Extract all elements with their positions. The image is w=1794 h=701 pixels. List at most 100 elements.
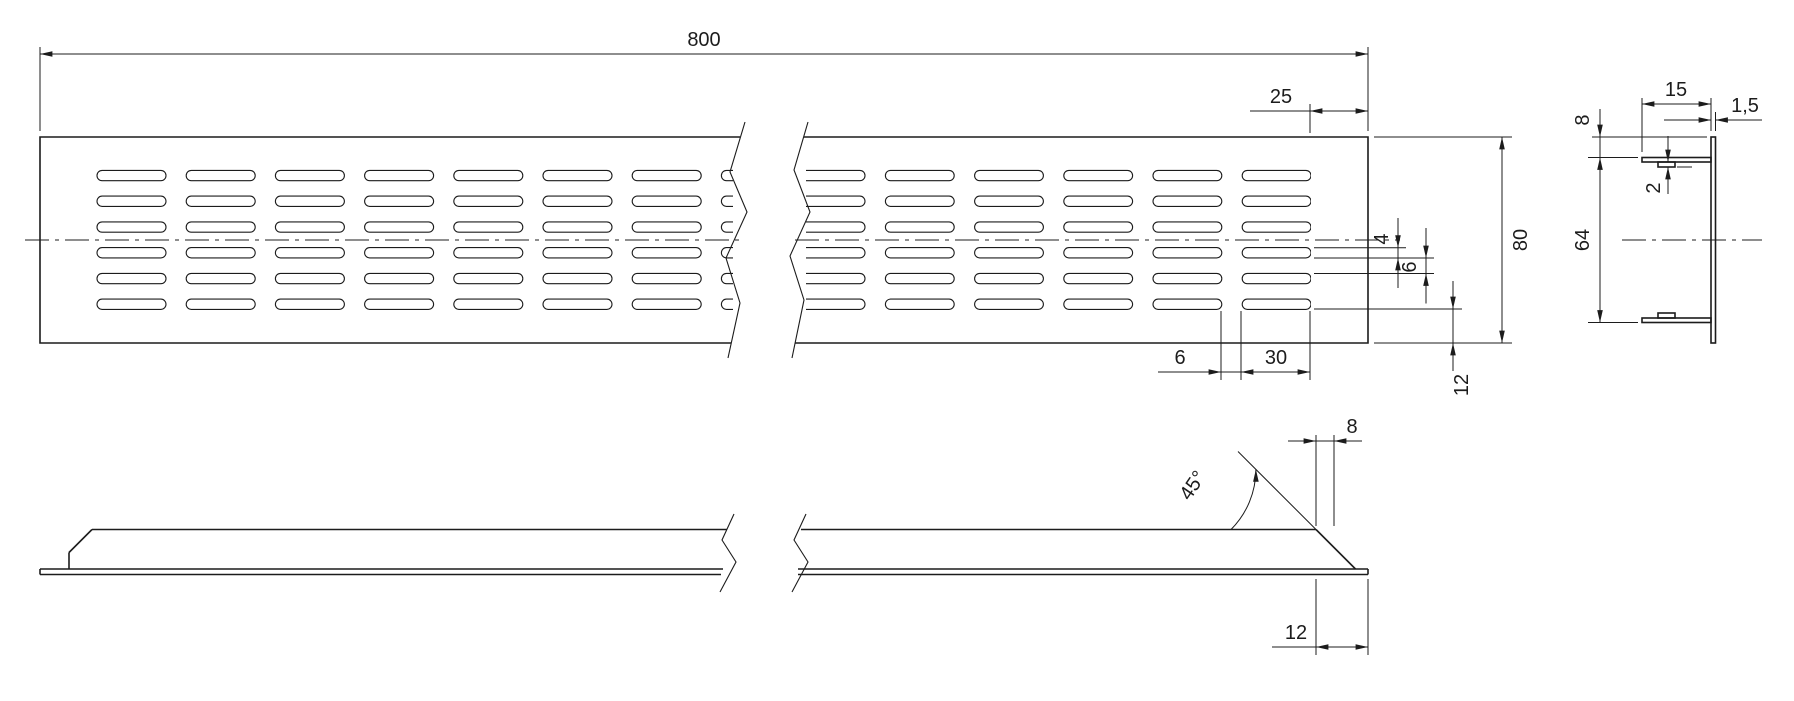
vent-slot: [274, 272, 345, 285]
vent-slot: [806, 298, 866, 310]
dim-slot-gap: 6: [1174, 347, 1185, 369]
vent-slot: [974, 247, 1044, 259]
slot-grid-left: [96, 169, 733, 310]
vent-slot: [974, 221, 1044, 233]
vent-slot: [1063, 298, 1134, 310]
dim-slot-length: 30: [1265, 347, 1287, 369]
vent-slot: [1152, 195, 1223, 207]
vent-slot: [884, 169, 955, 182]
vent-slot: [1241, 221, 1311, 233]
vent-slot: [1063, 221, 1134, 233]
dim-2-lines: [1665, 136, 1692, 194]
dim-side-end-offset: 8: [1346, 416, 1357, 438]
vent-slot: [542, 272, 613, 285]
dim-thickness: 1,5: [1731, 95, 1759, 117]
vent-slot: [96, 247, 167, 259]
dim-8-side-lines: [1288, 435, 1362, 526]
dim-12-edge-lines: [1314, 281, 1462, 371]
vent-slot: [974, 298, 1044, 310]
vent-slot: [96, 169, 167, 182]
dim-8-64-lines: [1588, 109, 1707, 323]
vent-slot: [974, 195, 1044, 207]
dim-side-end-length: 12: [1285, 622, 1307, 644]
dim-inner-height: 64: [1572, 229, 1594, 251]
vent-slot: [806, 221, 866, 233]
vent-slot: [631, 298, 702, 310]
vent-slot: [364, 298, 435, 310]
vent-slot: [185, 272, 256, 285]
vent-slot: [453, 221, 524, 233]
dim-6-row-gap-lines: [1314, 228, 1434, 304]
vent-slot: [1152, 221, 1223, 233]
vent-slot: [631, 221, 702, 233]
vent-slot: [96, 298, 167, 310]
dim-lip-height: 2: [1643, 182, 1665, 193]
vent-slot: [453, 272, 524, 285]
vent-slot: [806, 195, 866, 207]
vent-slot: [185, 247, 256, 259]
vent-slot: [96, 272, 167, 285]
vent-slot: [185, 298, 256, 310]
vent-slot: [364, 169, 435, 182]
vent-slot: [1152, 272, 1223, 285]
dim-12-side-lines: [1272, 579, 1369, 655]
vent-slot: [274, 221, 345, 233]
vent-slot: [453, 247, 524, 259]
vent-slot: [542, 247, 613, 259]
vent-slot: [185, 195, 256, 207]
dim-face-offset: 8: [1572, 114, 1594, 125]
dim-end-margin: 25: [1270, 86, 1292, 108]
dim-slot-height: 4: [1371, 233, 1393, 244]
vent-slot: [185, 169, 256, 182]
dim-chamfer-angle: 45°: [1175, 467, 1210, 504]
side-view: 45° 8 12: [39, 416, 1369, 655]
vent-slot: [1063, 195, 1134, 207]
vent-slot: [720, 247, 733, 259]
vent-slot: [542, 221, 613, 233]
vent-slot: [806, 169, 866, 182]
vent-slot: [720, 272, 733, 285]
vent-slot: [884, 195, 955, 207]
vent-slot: [631, 195, 702, 207]
vent-slot: [884, 298, 955, 310]
vent-slot: [453, 298, 524, 310]
vent-slot: [1241, 247, 1311, 259]
vent-slot: [364, 195, 435, 207]
vent-slot: [720, 298, 733, 310]
break-lines-side-view: [719, 513, 809, 593]
vent-slot: [96, 195, 167, 207]
dim-800-lines: [39, 47, 1369, 131]
vent-slot: [720, 195, 733, 207]
vent-slot: [1152, 169, 1223, 182]
vent-slot: [274, 298, 345, 310]
dim-15-lines: [1641, 98, 1712, 152]
dim-row-gap: 6: [1399, 261, 1421, 272]
vent-slot: [884, 272, 955, 285]
vent-slot: [96, 221, 167, 233]
dim-6-30-lines: [1158, 311, 1311, 380]
vent-slot: [542, 169, 613, 182]
vent-slot: [274, 195, 345, 207]
dim-45-lines: [1230, 451, 1317, 530]
dim-flange-width: 15: [1665, 79, 1687, 101]
vent-slot: [364, 272, 435, 285]
vent-slot: [1063, 169, 1134, 182]
vent-slot: [274, 169, 345, 182]
vent-slot: [884, 247, 955, 259]
vent-slot: [1152, 247, 1223, 259]
end-view: 15 1,5 8 64 2: [1572, 79, 1762, 344]
vent-slot: [185, 221, 256, 233]
vent-slot: [974, 169, 1044, 182]
slot-grid-right: [806, 169, 1311, 310]
dim-1-5-lines: [1664, 112, 1762, 131]
vent-slot: [631, 272, 702, 285]
vent-slot: [453, 195, 524, 207]
break-lines-top-view: [725, 121, 811, 359]
dim-overall-length: 800: [687, 29, 720, 51]
dim-25-lines: [1250, 104, 1369, 133]
vent-slot: [1063, 247, 1134, 259]
vent-slot: [631, 169, 702, 182]
vent-slot: [542, 298, 613, 310]
